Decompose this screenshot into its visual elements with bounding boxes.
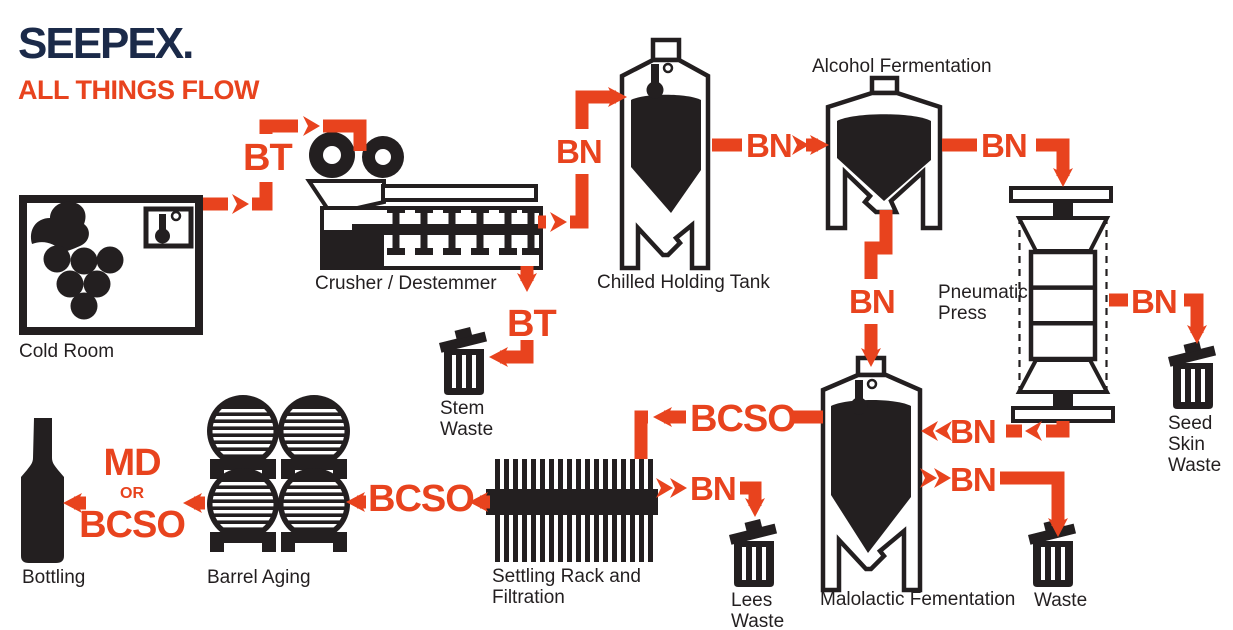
pneumatic-press-icon (1009, 186, 1115, 423)
pump-label-bn-chilled-to-alcohol: BN (746, 127, 793, 164)
alcohol-fermentation-tank-icon (825, 75, 943, 231)
alcohol-fermentation-label: Alcohol Fermentation (812, 56, 992, 77)
pump-label-bn-malolactic-to-waste: BN (950, 461, 997, 498)
flow-arrow (634, 410, 648, 459)
roller-icon (309, 132, 404, 178)
pump-label-bcso-bottling: BCSO (79, 504, 186, 546)
lees-waste-label: Lees Waste (731, 590, 784, 630)
pump-label-md-bottling: MD (103, 442, 161, 484)
stem-waste-label-line2: Waste (440, 419, 494, 440)
bottling-label: Bottling (22, 567, 86, 588)
pump-label-bn-press-to-seed-waste: BN (1131, 283, 1178, 320)
settling-rack-label-line2: Filtration (492, 587, 565, 608)
pneumatic-press-label-line2: Press (938, 303, 987, 324)
pump-label-bottling-options: MD OR BCSO (70, 444, 194, 544)
settling-rack-label-line1: Settling Rack and (492, 566, 641, 587)
pump-label-or-bottling: OR (120, 485, 144, 502)
waste-label: Waste (1034, 590, 1088, 611)
flow-arrow (864, 210, 893, 279)
lees-waste-label-line1: Lees (731, 590, 773, 611)
pump-label-bt-crusher-to-stem-waste: BT (507, 303, 557, 345)
seed-skin-waste-trash-icon (1166, 337, 1217, 409)
flow-arrow (252, 182, 273, 211)
stem-waste-label-line1: Stem (440, 398, 485, 419)
crusher-label: Crusher / Destemmer (315, 273, 497, 294)
settling-rack-label: Settling Rack and Filtration (492, 566, 641, 608)
seed-skin-waste-label-line2: Skin (1168, 434, 1205, 455)
flow-arrow (575, 87, 627, 129)
flow-arrow (1046, 421, 1070, 438)
seed-skin-waste-label-line3: Waste (1168, 455, 1222, 476)
brand-tagline: ALL THINGS FLOW (18, 75, 259, 105)
chilled-holding-tank-icon (619, 37, 711, 271)
flow-arrow (1000, 471, 1068, 537)
flow-arrow (740, 481, 765, 517)
waste-trash-icon (1026, 515, 1077, 587)
pump-label-bn-alcohol-to-malolactic: BN (849, 283, 896, 320)
flow-arrow (1184, 293, 1207, 344)
grapes-icon (30, 201, 124, 320)
cold-room-icon (19, 195, 203, 335)
pump-label-bcso-settling-to-barrel: BCSO (368, 478, 475, 520)
flow-arrow (323, 119, 367, 151)
lees-waste-trash-icon (727, 515, 778, 587)
pump-label-bcso-malolactic-to-settling: BCSO (690, 398, 797, 440)
seed-skin-waste-label-line1: Seed (1168, 413, 1213, 434)
pump-label-bn-alcohol-to-press: BN (981, 127, 1028, 164)
thermometer-icon (143, 206, 194, 249)
seepex-logo: SEEPEX. (18, 19, 194, 68)
flow-arrow (1036, 138, 1073, 187)
flow-arrow (489, 340, 534, 367)
pump-label-bn-crusher-to-chilled: BN (556, 133, 603, 170)
chilled-tank-label: Chilled Holding Tank (597, 272, 770, 293)
crusher-destemmer-icon (305, 132, 543, 270)
pump-label-bn-press-to-malolactic: BN (950, 413, 997, 450)
barrel-aging-label: Barrel Aging (207, 567, 311, 588)
pump-label-bn-settling-to-lees: BN (690, 470, 737, 507)
pneumatic-press-label: Pneumatic Press (938, 282, 1028, 324)
flow-arrow (570, 174, 589, 229)
malolactic-fermentation-tank-icon (820, 355, 923, 593)
cold-room-label: Cold Room (19, 341, 115, 362)
flow-arrow (259, 119, 298, 134)
flow-arrows (63, 87, 1207, 537)
seed-skin-waste-label: Seed Skin Waste (1168, 413, 1221, 476)
malolactic-label: Malolactic Fementation (820, 589, 1016, 610)
barrel-stack-icon (207, 395, 350, 552)
pump-label-bt-cold-to-crusher: BT (243, 137, 293, 179)
paddle-shaft-icon (387, 206, 540, 255)
lees-waste-label-line2: Waste (731, 611, 785, 630)
wine-bottle-icon (21, 418, 64, 563)
stem-waste-trash-icon (437, 323, 488, 395)
stem-waste-label: Stem Waste (440, 398, 493, 440)
pneumatic-press-label-line1: Pneumatic (938, 282, 1028, 303)
settling-rack-icon (486, 459, 658, 562)
